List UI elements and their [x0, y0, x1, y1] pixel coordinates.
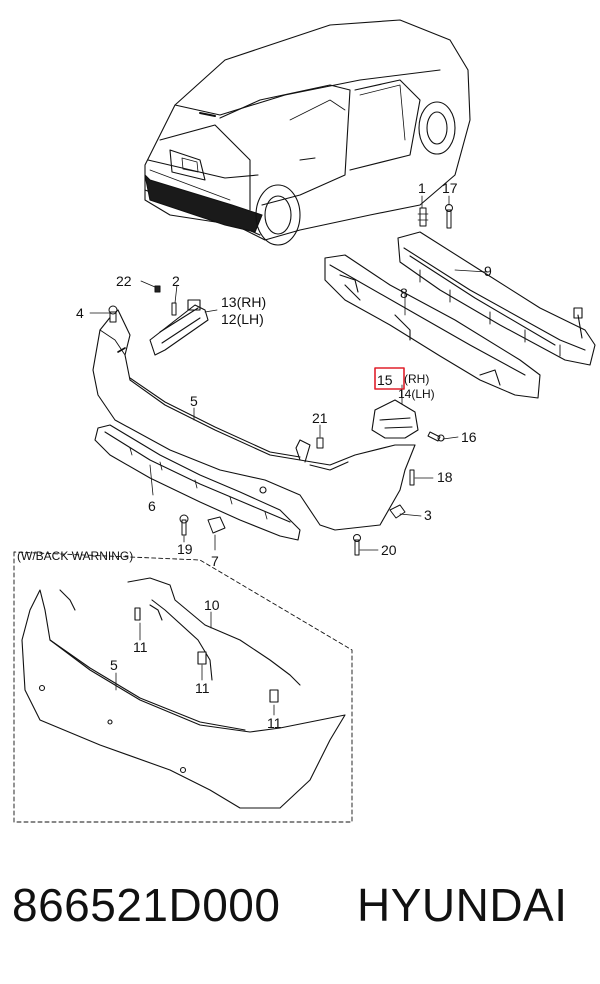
- callout-22: 22: [116, 273, 132, 289]
- callout-7: 7: [211, 553, 219, 569]
- side-bracket-right: [371, 399, 419, 439]
- callout-12-lh: 12(LH): [221, 311, 264, 327]
- callout-19: 19: [177, 541, 193, 557]
- bumper-cover: [92, 309, 416, 531]
- vehicle-illustration: [144, 19, 471, 246]
- callout-15: 15: [377, 372, 393, 388]
- callout-21: 21: [312, 410, 328, 426]
- energy-absorber: [324, 254, 541, 399]
- callout-labels: 1 17 9 22 2 4 13(RH) 12(LH) 8 15 (RH) 14…: [17, 180, 492, 731]
- callout-9: 9: [484, 263, 492, 279]
- callout-8: 8: [400, 285, 408, 301]
- inset-callout-10: 10: [204, 597, 220, 613]
- callout-14-lh: 14(LH): [398, 387, 435, 401]
- leader-lines: [89, 195, 488, 551]
- lower-valance: [94, 424, 301, 541]
- side-bracket-left: [149, 299, 209, 356]
- callout-5: 5: [190, 393, 198, 409]
- inset-title: (W/BACK WARNING): [17, 549, 133, 563]
- callout-20: 20: [381, 542, 397, 558]
- callout-3: 3: [424, 507, 432, 523]
- callout-2: 2: [172, 273, 180, 289]
- callout-17: 17: [442, 180, 458, 196]
- bumper-beam-rail: [397, 231, 596, 366]
- callout-15-rh: (RH): [404, 372, 429, 386]
- brand-name: HYUNDAI: [357, 879, 568, 931]
- callout-13-rh: 13(RH): [221, 294, 266, 310]
- callout-16: 16: [461, 429, 477, 445]
- back-warning-inset: [13, 551, 353, 823]
- part-number: 866521D000: [12, 879, 281, 931]
- inset-callout-11-a: 11: [133, 639, 148, 655]
- callout-18: 18: [437, 469, 453, 485]
- highlight-box: [374, 367, 405, 390]
- inset-callout-11-c: 11: [267, 715, 282, 731]
- inset-callout-5: 5: [110, 657, 118, 673]
- inset-callout-11-b: 11: [195, 680, 210, 696]
- callout-6: 6: [148, 498, 156, 514]
- parts-diagram: 1 17 9 22 2 4 13(RH) 12(LH) 8 15 (RH) 14…: [13, 19, 596, 823]
- callout-4: 4: [76, 305, 84, 321]
- callout-1: 1: [418, 180, 426, 196]
